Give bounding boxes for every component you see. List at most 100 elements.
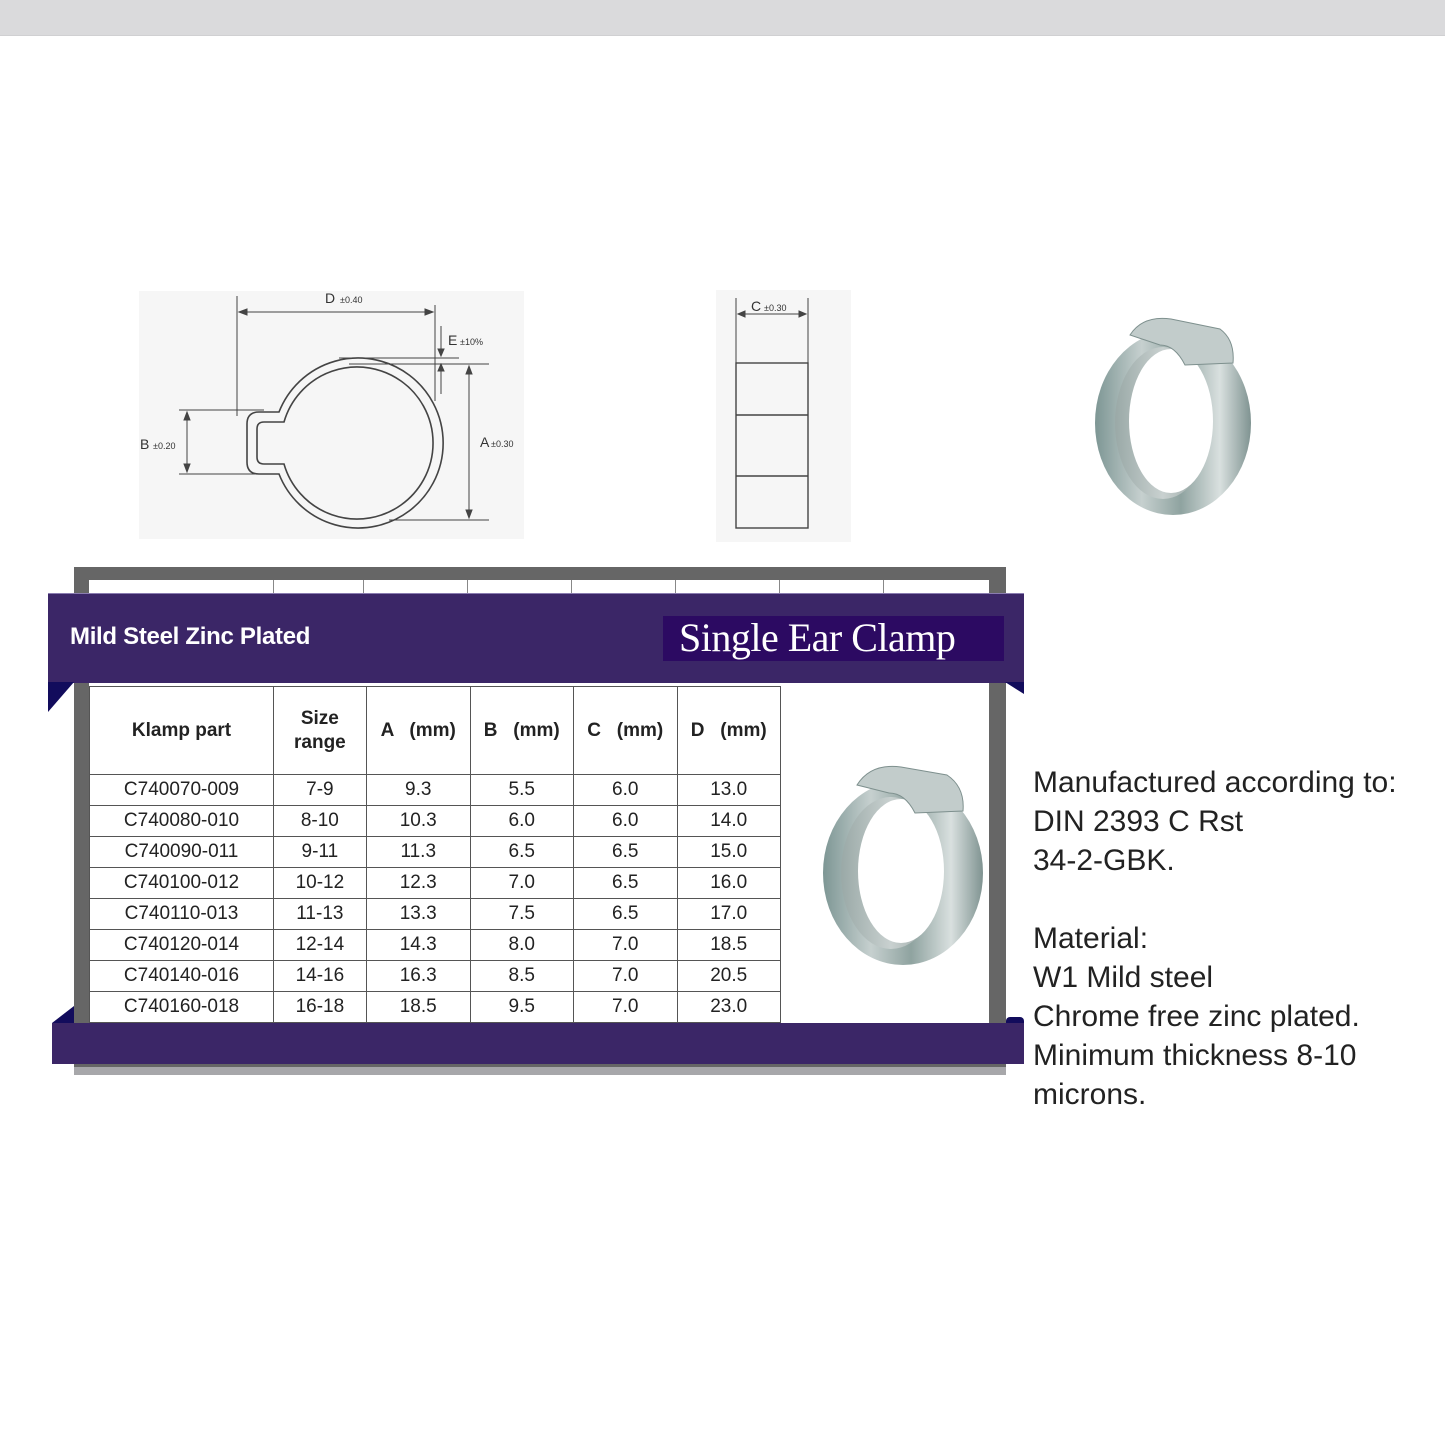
dim-tol-a: ±0.30 bbox=[491, 439, 513, 449]
bottom-band-fold-left bbox=[52, 1006, 74, 1023]
cell-b: 5.5 bbox=[469, 774, 574, 806]
cell-a: 11.3 bbox=[365, 836, 471, 868]
dim-label-e: E bbox=[448, 332, 457, 348]
clamp-front-diagram-icon: D ±0.40 E ±10% A ±0.30 B ±0.20 bbox=[140, 290, 513, 529]
cell-size: 9-11 bbox=[273, 836, 367, 868]
cell-d: 23.0 bbox=[676, 991, 781, 1023]
clamp-side-diagram-icon: C ±0.30 bbox=[735, 298, 809, 529]
cell-b: 7.5 bbox=[469, 898, 574, 930]
table-row: C740140-016 14-16 16.3 8.5 7.0 20.5 bbox=[89, 960, 989, 992]
dim-label-a: A bbox=[480, 434, 490, 450]
cell-a: 18.5 bbox=[365, 991, 471, 1023]
cell-part: C740160-018 bbox=[89, 991, 274, 1023]
cell-b: 6.5 bbox=[469, 836, 574, 868]
dim-label-d: D bbox=[325, 291, 335, 306]
clamp-photo-middle bbox=[815, 755, 995, 970]
cell-b: 8.5 bbox=[469, 960, 574, 992]
cell-b: 6.0 bbox=[469, 805, 574, 837]
dim-tol-d: ±0.40 bbox=[340, 295, 362, 305]
ear-clamp-image-icon bbox=[823, 765, 983, 965]
table-header-row: Klamp part Size range A (mm) B (mm) C (m… bbox=[89, 686, 989, 775]
dim-label-c: C bbox=[751, 298, 761, 314]
cell-a: 14.3 bbox=[365, 929, 471, 961]
cell-size: 8-10 bbox=[273, 805, 367, 837]
cell-part: C740100-012 bbox=[89, 867, 274, 899]
product-description: Manufactured according to: DIN 2393 C Rs… bbox=[1033, 763, 1443, 1114]
material-title: Mild Steel Zinc Plated bbox=[70, 623, 311, 650]
cell-c: 7.0 bbox=[572, 991, 678, 1023]
banner-fold-left bbox=[48, 682, 74, 712]
cell-size: 16-18 bbox=[273, 991, 367, 1023]
cell-a: 16.3 bbox=[365, 960, 471, 992]
cell-part: C740080-010 bbox=[89, 805, 274, 837]
cell-c: 6.5 bbox=[572, 836, 678, 868]
cell-part: C740110-013 bbox=[89, 898, 274, 930]
cell-d: 15.0 bbox=[676, 836, 781, 868]
cell-c: 7.0 bbox=[572, 960, 678, 992]
cell-size: 12-14 bbox=[273, 929, 367, 961]
desc-standard: DIN 2393 C Rst bbox=[1033, 805, 1244, 838]
cell-d: 16.0 bbox=[676, 867, 781, 899]
header-size-range: Size range bbox=[273, 686, 367, 775]
cell-d: 18.5 bbox=[676, 929, 781, 961]
desc-thickness: Minimum thickness 8-10 bbox=[1033, 1039, 1357, 1072]
cell-a: 12.3 bbox=[365, 867, 471, 899]
header-klamp-part: Klamp part bbox=[89, 686, 274, 775]
cell-c: 6.0 bbox=[572, 774, 678, 806]
desc-material-label: Material: bbox=[1033, 922, 1149, 955]
dim-label-b: B bbox=[140, 436, 149, 452]
cell-c: 6.0 bbox=[572, 805, 678, 837]
cell-d: 17.0 bbox=[676, 898, 781, 930]
dim-tol-e: ±10% bbox=[460, 337, 483, 347]
cell-part: C740070-009 bbox=[89, 774, 274, 806]
cell-c: 6.5 bbox=[572, 898, 678, 930]
product-title-box bbox=[663, 616, 1004, 661]
desc-standard-code: 34-2-GBK. bbox=[1033, 844, 1175, 877]
cell-part: C740140-016 bbox=[89, 960, 274, 992]
banner-fold-right bbox=[1005, 682, 1024, 694]
clamp-photo-top bbox=[1085, 305, 1265, 520]
cell-size: 11-13 bbox=[273, 898, 367, 930]
desc-thickness-unit: microns. bbox=[1033, 1078, 1147, 1111]
desc-spacer bbox=[1033, 880, 1443, 919]
dim-tol-b: ±0.20 bbox=[153, 441, 175, 451]
cell-a: 10.3 bbox=[365, 805, 471, 837]
dim-tol-c: ±0.30 bbox=[764, 303, 786, 313]
cell-size: 14-16 bbox=[273, 960, 367, 992]
cell-b: 8.0 bbox=[469, 929, 574, 961]
cell-part: C740090-011 bbox=[89, 836, 274, 868]
cell-c: 7.0 bbox=[572, 929, 678, 961]
header-b-mm: B (mm) bbox=[469, 686, 574, 775]
cell-size: 7-9 bbox=[273, 774, 367, 806]
header-c-mm: C (mm) bbox=[572, 686, 678, 775]
cell-size: 10-12 bbox=[273, 867, 367, 899]
ear-clamp-image-icon bbox=[1095, 317, 1251, 515]
top-bar bbox=[0, 0, 1445, 36]
header-a-mm: A (mm) bbox=[365, 686, 471, 775]
cell-a: 13.3 bbox=[365, 898, 471, 930]
bottom-band bbox=[52, 1023, 1024, 1064]
desc-plating: Chrome free zinc plated. bbox=[1033, 1000, 1360, 1033]
cell-d: 13.0 bbox=[676, 774, 781, 806]
cell-part: C740120-014 bbox=[89, 929, 274, 961]
table-row: C740110-013 11-13 13.3 7.5 6.5 17.0 bbox=[89, 898, 989, 930]
cell-blank bbox=[779, 991, 989, 1023]
cell-a: 9.3 bbox=[365, 774, 471, 806]
product-title: Single Ear Clamp bbox=[679, 615, 956, 660]
desc-material: W1 Mild steel bbox=[1033, 961, 1214, 994]
header-d-mm: D (mm) bbox=[676, 686, 781, 775]
cell-b: 9.5 bbox=[469, 991, 574, 1023]
front-view-drawing: D ±0.40 E ±10% A ±0.30 B ±0.20 bbox=[139, 290, 524, 539]
desc-manufactured-label: Manufactured according to: bbox=[1033, 766, 1397, 799]
cell-d: 20.5 bbox=[676, 960, 781, 992]
table-top-column-stubs bbox=[89, 580, 989, 593]
cell-blank bbox=[779, 960, 989, 992]
header-blank bbox=[779, 686, 989, 775]
table-row: C740160-018 16-18 18.5 9.5 7.0 23.0 bbox=[89, 991, 989, 1023]
table-row: C740120-014 12-14 14.3 8.0 7.0 18.5 bbox=[89, 929, 989, 961]
cell-b: 7.0 bbox=[469, 867, 574, 899]
cell-d: 14.0 bbox=[676, 805, 781, 837]
table-row: C740080-010 8-10 10.3 6.0 6.0 14.0 bbox=[89, 805, 989, 837]
cell-c: 6.5 bbox=[572, 867, 678, 899]
table-frame-shadow bbox=[74, 1067, 1006, 1075]
